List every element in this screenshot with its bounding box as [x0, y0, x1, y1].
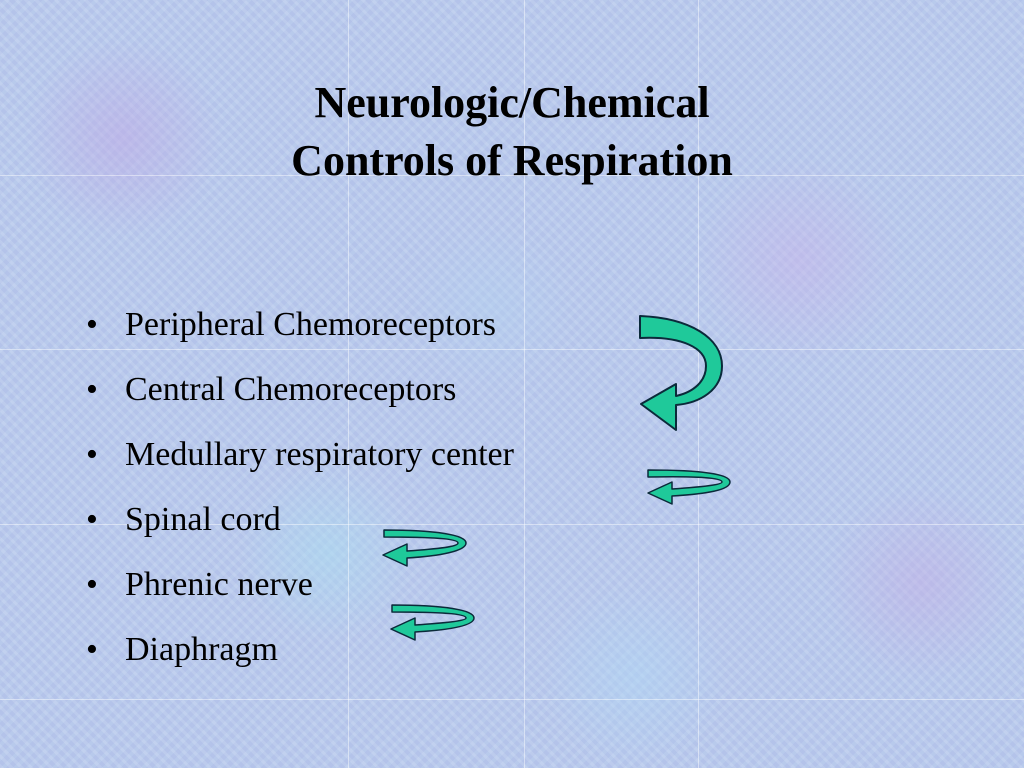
- list-item: • Central Chemoreceptors: [86, 361, 514, 426]
- bullet-text: Central Chemoreceptors: [125, 371, 457, 408]
- bullet-marker: •: [86, 631, 98, 668]
- bullet-text: Peripheral Chemoreceptors: [125, 306, 497, 343]
- bullet-text: Phrenic nerve: [125, 566, 313, 603]
- bullet-marker: •: [86, 371, 98, 408]
- list-item: • Phrenic nerve: [86, 556, 514, 621]
- bullet-list: • Peripheral Chemoreceptors • Central Chem…: [86, 296, 514, 686]
- u-turn-arrow-icon: [382, 529, 467, 567]
- list-item: • Spinal cord: [86, 491, 514, 556]
- title-line-2: Controls of Respiration: [291, 136, 733, 185]
- list-item: • Medullary respiratory center: [86, 426, 514, 491]
- bullet-marker: •: [86, 436, 98, 473]
- title-line-1: Neurologic/Chemical: [314, 78, 710, 127]
- u-turn-arrow-icon: [647, 469, 731, 505]
- bullet-text: Spinal cord: [125, 501, 281, 538]
- curved-arrow-icon: [639, 315, 723, 431]
- slide-title: Neurologic/Chemical Controls of Respirat…: [0, 74, 1024, 190]
- bullet-text: Medullary respiratory center: [125, 436, 514, 473]
- list-item: • Peripheral Chemoreceptors: [86, 296, 514, 361]
- bullet-text: Diaphragm: [125, 631, 278, 668]
- list-item: • Diaphragm: [86, 621, 514, 686]
- bullet-marker: •: [86, 501, 98, 538]
- bullet-marker: •: [86, 306, 98, 343]
- u-turn-arrow-icon: [390, 604, 475, 641]
- bullet-marker: •: [86, 566, 98, 603]
